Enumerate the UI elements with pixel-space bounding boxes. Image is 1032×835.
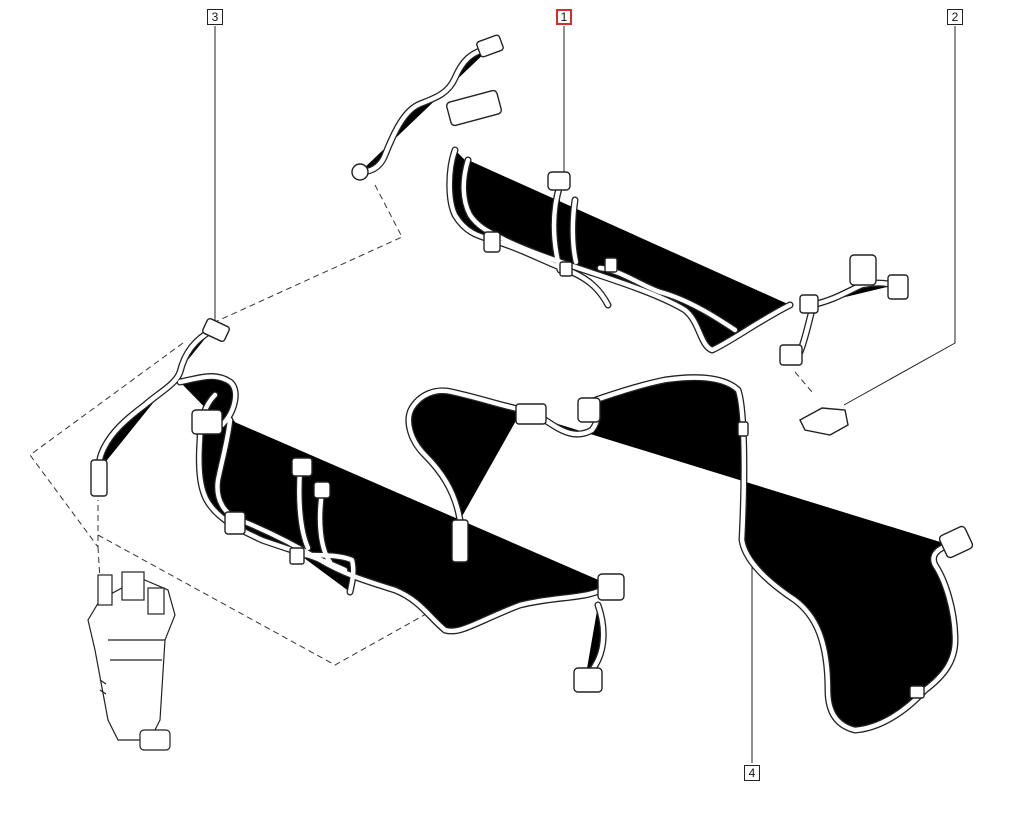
connector-lower-3 [451, 519, 469, 563]
connector-lower-1 [291, 457, 313, 477]
connector-filter-inlet [90, 459, 108, 497]
clip-lower-1 [224, 511, 246, 535]
callout-part-4[interactable]: 4 [744, 765, 760, 781]
dashed-connection-lines [29, 184, 813, 666]
clip-upper-1 [483, 231, 501, 253]
connector-lower-5 [573, 667, 603, 693]
hose-junction-left [191, 409, 223, 435]
connector-item-3 [202, 317, 230, 343]
leader-line-2 [843, 26, 956, 406]
hose-assembly-3 [99, 330, 610, 680]
connectors [90, 34, 974, 699]
callout-part-2[interactable]: 2 [947, 9, 963, 25]
connector-hose4-end [938, 525, 974, 559]
connector-hose4-2 [577, 397, 601, 423]
clip-upper-2 [559, 261, 573, 277]
connector-right-3 [887, 274, 909, 300]
hose-junction-block [445, 89, 503, 127]
hose-assembly-4 [409, 378, 955, 730]
clip-hose4-2 [909, 685, 925, 699]
connector-lower-4 [597, 573, 625, 601]
connector-lower-2 [313, 481, 331, 499]
fuel-filter [87, 571, 176, 751]
clip-lower-2 [289, 547, 305, 565]
connector-top-left [476, 34, 504, 58]
clip-left-fitting [351, 163, 369, 181]
connector-right-1 [799, 294, 819, 314]
bracket-item-2 [799, 407, 849, 436]
leader-lines [214, 26, 956, 763]
connector-right-4 [779, 344, 803, 366]
connector-hose4-1 [515, 403, 547, 425]
connector-item-1 [547, 171, 571, 191]
clip-hose4-1 [737, 421, 749, 437]
callout-part-3[interactable]: 3 [207, 9, 223, 25]
clip-upper-3 [604, 257, 618, 273]
callout-part-1[interactable]: 1 [556, 9, 572, 25]
connector-right-2 [849, 254, 877, 286]
